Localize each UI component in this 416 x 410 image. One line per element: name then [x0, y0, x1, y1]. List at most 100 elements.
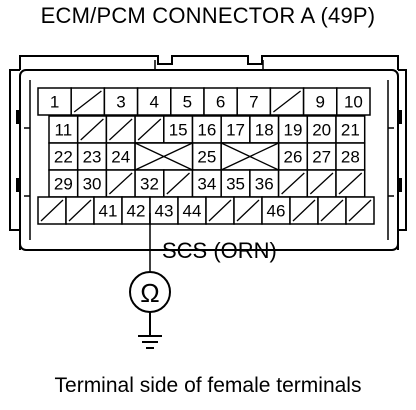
terminal-number: 17	[226, 121, 245, 140]
terminal-cell	[203, 87, 238, 116]
terminal-number: 43	[155, 202, 174, 221]
terminal-blank	[105, 115, 136, 144]
terminal-number: 29	[54, 175, 73, 194]
terminal-number: 3	[116, 93, 125, 112]
terminal-number: 32	[140, 175, 159, 194]
terminal-number: 15	[169, 121, 188, 140]
terminal-4: 4	[136, 87, 172, 116]
terminal-cell	[48, 115, 79, 144]
terminal-number: 34	[197, 175, 216, 194]
terminal-5: 5	[170, 87, 205, 116]
terminal-6: 6	[203, 87, 238, 116]
terminal-cell	[93, 196, 123, 225]
terminal-number: 24	[111, 148, 130, 167]
terminal-blank	[205, 196, 235, 225]
terminal-23: 23	[76, 142, 108, 171]
connector-title: ECM/PCM CONNECTOR A (49P)	[40, 3, 376, 28]
unused-slash	[309, 172, 334, 195]
terminal-number: 11	[55, 121, 73, 140]
terminal-blank	[277, 169, 309, 198]
terminal-20: 20	[306, 115, 337, 144]
terminal-cell	[336, 87, 371, 116]
terminal-44: 44	[177, 196, 207, 225]
terminal-41: 41	[93, 196, 123, 225]
terminal-number: 16	[197, 121, 216, 140]
terminal-number: 28	[341, 148, 360, 167]
terminal-16: 16	[191, 115, 222, 144]
terminal-35: 35	[220, 169, 251, 198]
terminal-number: 36	[255, 175, 274, 194]
unused-slash	[338, 172, 363, 195]
terminal-number: 42	[127, 202, 146, 221]
terminal-11: 11	[48, 115, 79, 144]
terminal-34: 34	[191, 169, 222, 198]
terminal-17: 17	[220, 115, 251, 144]
unused-slash	[281, 172, 305, 195]
terminal-18: 18	[249, 115, 280, 144]
terminal-blank	[335, 169, 366, 198]
terminal-number: 25	[197, 148, 216, 167]
terminal-number: 18	[255, 121, 274, 140]
unused-slash	[40, 199, 64, 222]
unused-slash	[320, 199, 344, 222]
terminal-29: 29	[48, 169, 79, 198]
unused-slash	[108, 118, 133, 141]
terminal-number: 20	[312, 121, 331, 140]
terminal-46: 46	[261, 196, 291, 225]
terminal-number: 26	[283, 148, 302, 167]
probe-label: SCS (ORN)	[162, 238, 277, 263]
terminal-blank	[269, 87, 305, 116]
terminal-15: 15	[163, 115, 194, 144]
terminal-36: 36	[249, 169, 280, 198]
ground-icon	[138, 312, 162, 349]
terminal-blank	[105, 169, 136, 198]
terminal-number: 19	[283, 121, 302, 140]
terminal-30: 30	[76, 169, 108, 198]
unused-slash	[273, 90, 301, 113]
unused-slash	[236, 199, 260, 222]
terminal-blank	[37, 196, 67, 225]
terminal-number: 5	[183, 93, 192, 112]
meter-symbol: Ω	[140, 278, 159, 308]
terminal-blank	[70, 87, 106, 116]
terminal-cell	[177, 196, 207, 225]
keying-tab	[16, 110, 402, 192]
terminal-cell	[302, 87, 338, 116]
terminal-number: 35	[226, 175, 245, 194]
terminal-42: 42	[121, 196, 151, 225]
blocked-cross	[220, 142, 279, 171]
terminal-number: 23	[83, 148, 102, 167]
terminal-cell	[335, 115, 366, 144]
ohmmeter: Ω	[129, 271, 171, 313]
terminal-26: 26	[277, 142, 309, 171]
terminal-blank	[233, 196, 263, 225]
terminal-7: 7	[236, 87, 272, 116]
terminal-number: 9	[315, 93, 324, 112]
unused-slash	[137, 118, 162, 141]
terminal-number: 27	[312, 148, 331, 167]
terminal-9: 9	[302, 87, 338, 116]
terminal-number: 7	[249, 93, 258, 112]
terminal-cell	[136, 87, 172, 116]
terminal-32: 32	[134, 169, 165, 198]
terminal-blank	[76, 115, 108, 144]
terminal-cell	[170, 87, 205, 116]
caption: Terminal side of female terminals	[54, 374, 362, 397]
terminal-number: 30	[83, 175, 102, 194]
terminal-24: 24	[105, 142, 136, 171]
terminal-blank	[317, 196, 347, 225]
unused-slash	[73, 90, 102, 113]
terminal-cell	[306, 115, 337, 144]
terminal-25: 25	[191, 142, 222, 171]
unused-slash	[80, 118, 104, 141]
terminal-22: 22	[48, 142, 79, 171]
terminal-cell	[134, 169, 165, 198]
terminal-blank	[65, 196, 95, 225]
terminal-cell	[105, 142, 136, 171]
terminal-cell	[76, 169, 108, 198]
terminal-blank	[306, 169, 337, 198]
connector-housing	[9, 55, 407, 251]
terminal-number: 41	[99, 202, 118, 221]
unused-slash	[292, 199, 316, 222]
